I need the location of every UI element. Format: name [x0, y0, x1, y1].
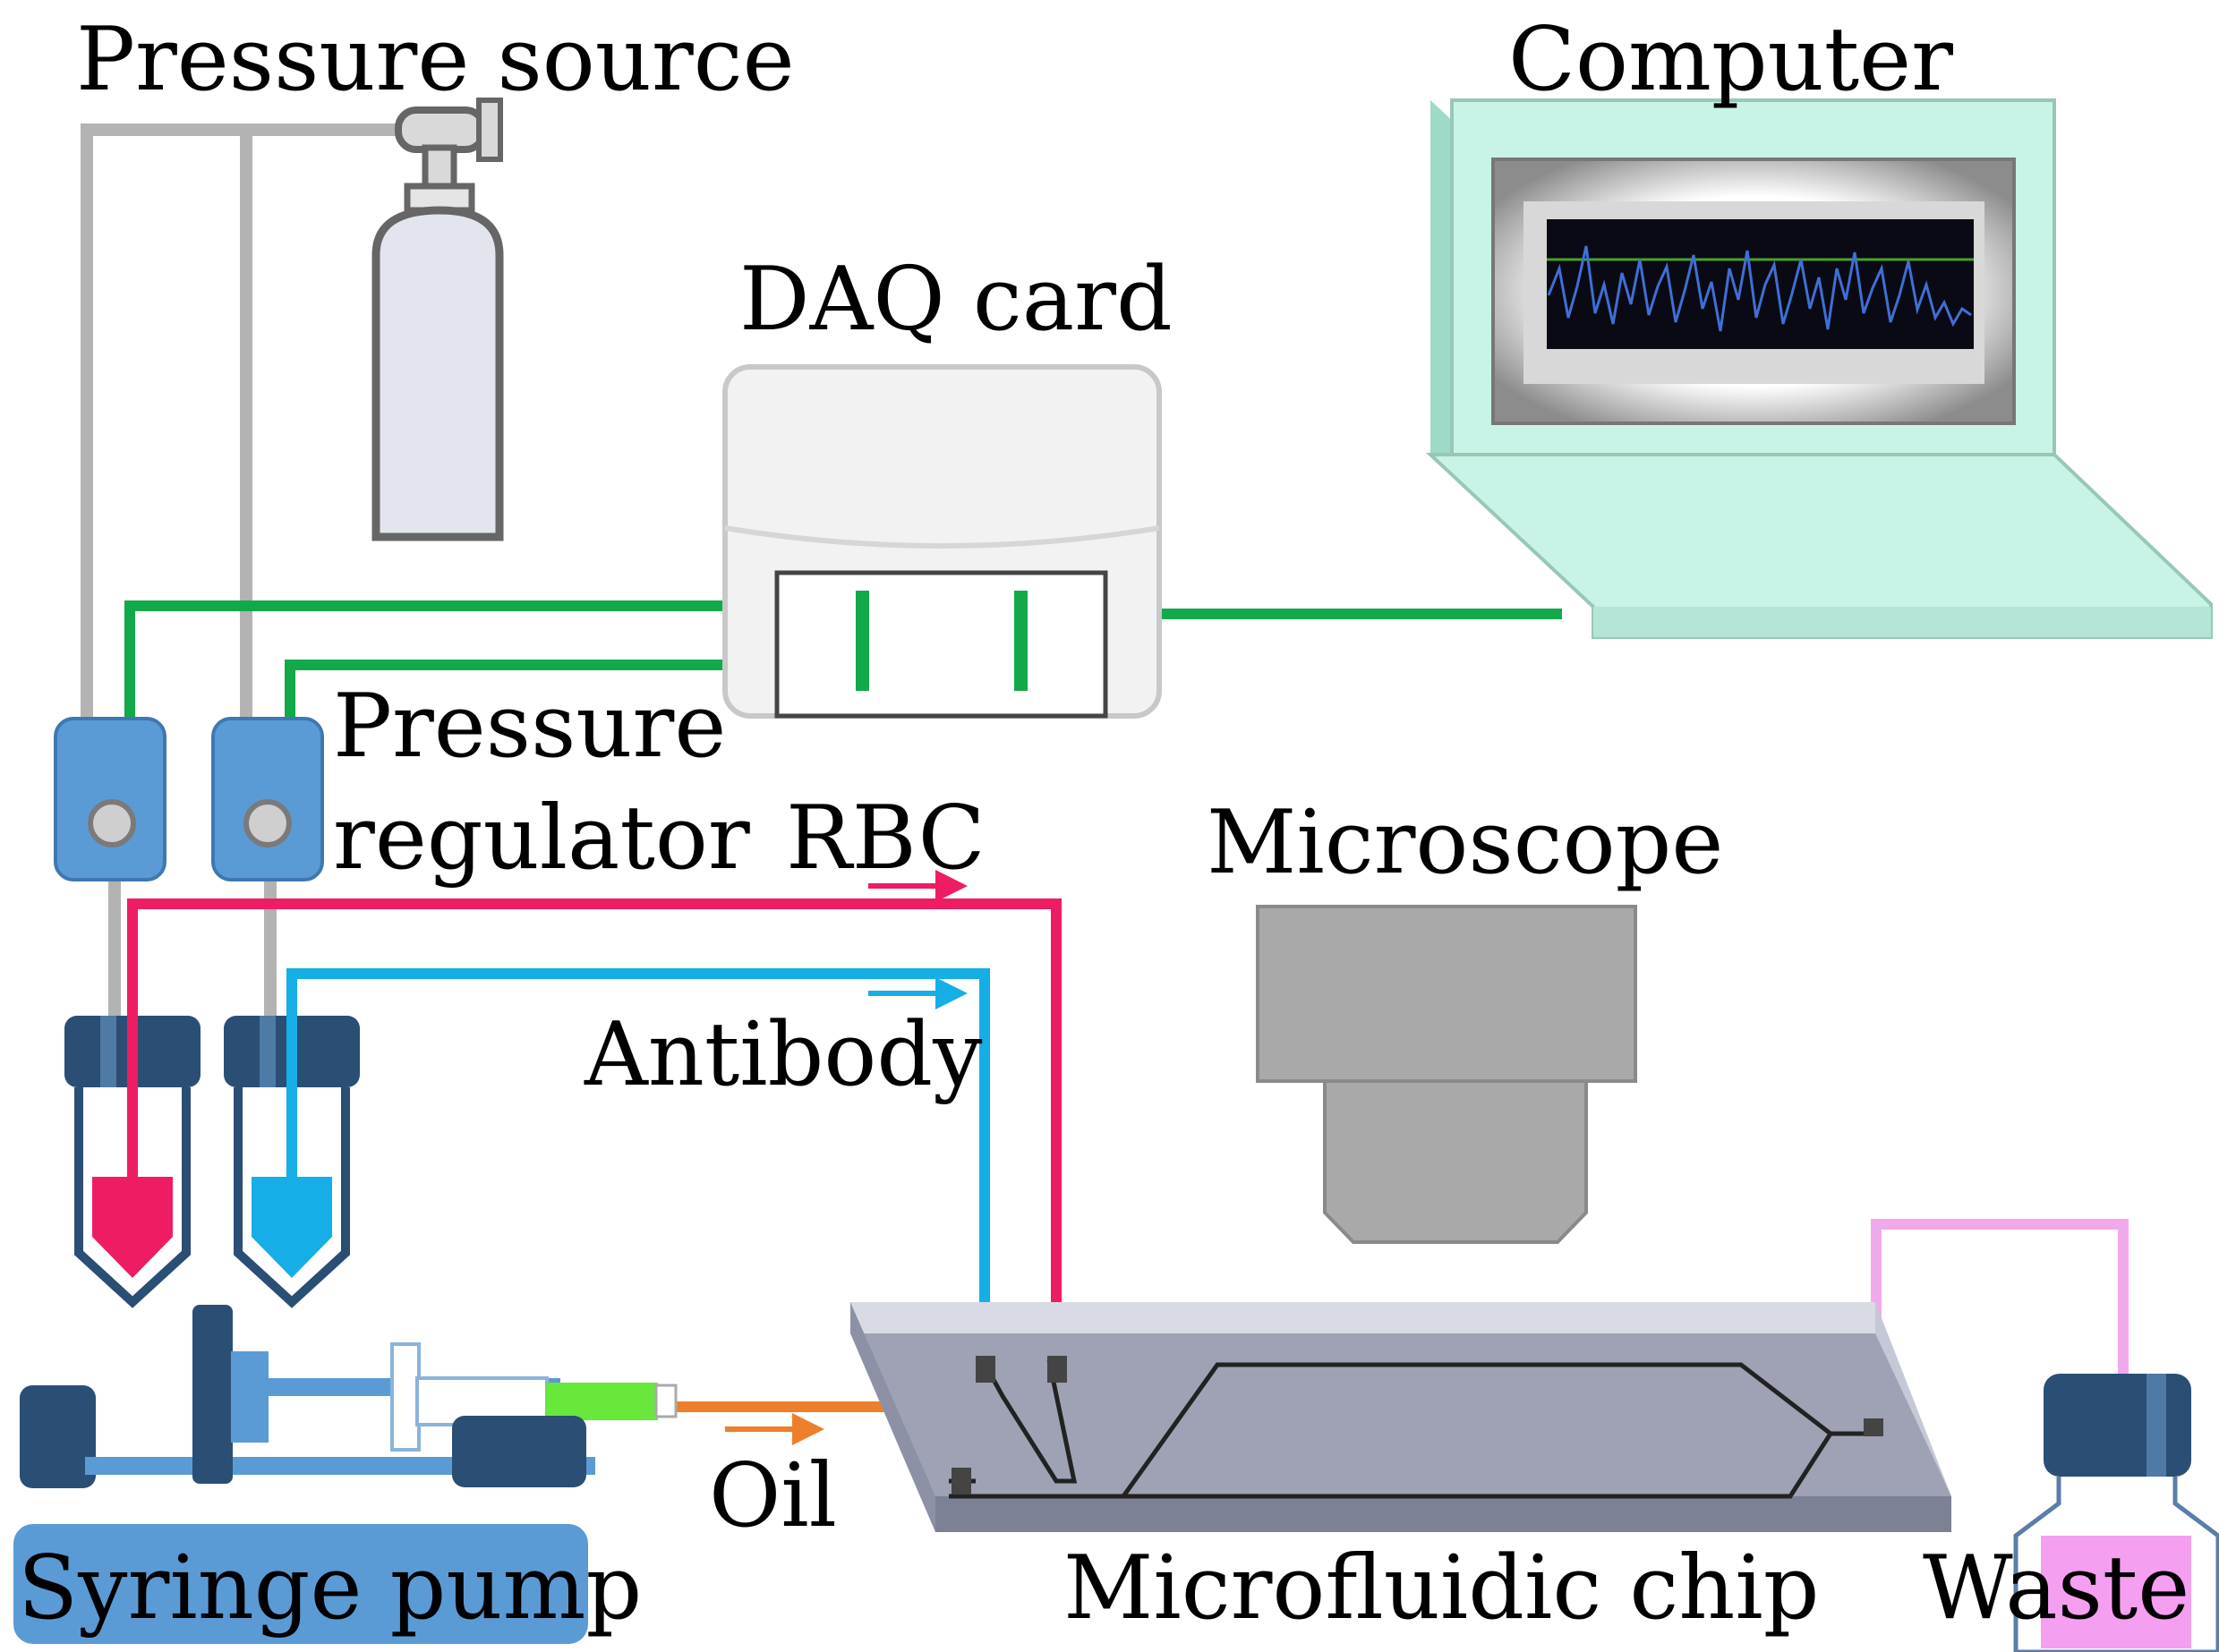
microscope-icon	[1256, 905, 1637, 1244]
pressure-regulator-left	[54, 717, 166, 881]
signal-lines	[124, 600, 1562, 720]
label-pressure-regulator-2: regulator	[333, 788, 750, 890]
pressure-regulator-right	[211, 717, 324, 881]
signal-line-regulator-1	[124, 600, 725, 720]
screen-signal-trace	[1547, 245, 1972, 332]
label-waste: Waste	[1923, 1537, 2189, 1639]
pneumatic-line-left	[81, 123, 412, 720]
label-pressure-source: Pressure source	[76, 9, 795, 111]
daq-card-icon	[722, 364, 1162, 719]
antibody-line	[286, 968, 990, 1360]
pneumatic-lines	[81, 123, 412, 1025]
rbc-line	[127, 898, 1062, 1360]
label-microfluidic-chip: Microfluidic chip	[1063, 1537, 1819, 1639]
label-daq-card: DAQ card	[739, 249, 1173, 351]
waste-bottle-icon	[2013, 1374, 2219, 1652]
label-computer: Computer	[1508, 9, 1953, 111]
label-antibody: Antibody	[584, 1004, 983, 1106]
gas-cylinder-icon	[371, 98, 504, 541]
label-microscope: Microscope	[1207, 792, 1723, 894]
label-oil: Oil	[709, 1445, 837, 1547]
label-rbc: RBC	[786, 788, 986, 890]
microfluidic-chip	[850, 1302, 1951, 1532]
signal-line-regulator-2	[285, 660, 725, 720]
syringe-pump-icon	[13, 1305, 678, 1644]
label-syringe-pump: Syringe pump	[18, 1537, 642, 1639]
label-pressure-regulator-1: Pressure	[333, 676, 726, 778]
laptop-icon	[1425, 98, 2213, 639]
